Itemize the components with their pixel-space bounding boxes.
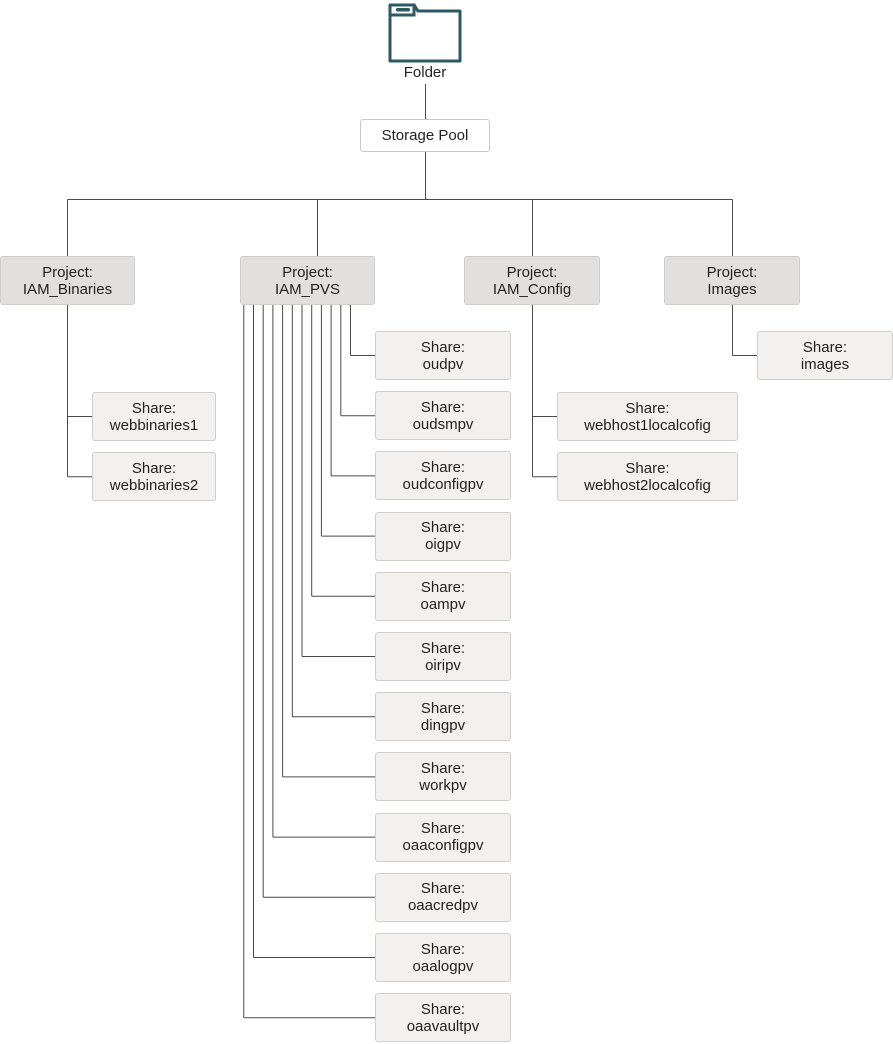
share-oaacredpv-line2: oaacredpv <box>407 897 479 915</box>
share-oudconfigpv-line2: oudconfigpv <box>402 475 484 493</box>
share-webbinaries2-line1: Share: <box>131 459 177 477</box>
share-webhost2localcofig-line1: Share: <box>625 459 670 477</box>
project-iam-config-line1: Project: <box>506 263 558 281</box>
share-oaaconfigpv-line2: oaaconfigpv <box>402 837 484 855</box>
share-oampv: Share:oampv <box>375 571 511 621</box>
share-webbinaries2: Share:webbinaries2 <box>92 452 216 502</box>
share-oudsmpv-line1: Share: <box>420 398 466 416</box>
share-webhost2localcofig-line2: webhost2localcofig <box>584 476 711 494</box>
share-oigpv-line2: oigpv <box>425 536 461 554</box>
share-oaalogpv-line2: oaalogpv <box>412 957 474 975</box>
share-oaacredpv-line1: Share: <box>420 880 466 898</box>
project-iam-pvs: Project:IAM_PVS <box>240 256 375 305</box>
share-images-line1: Share: <box>802 338 848 356</box>
share-workpv-line2: workpv <box>419 776 467 794</box>
folder-label: Folder <box>403 64 447 81</box>
share-webhost1localcofig-line1: Share: <box>625 399 670 417</box>
project-images-line2: Images <box>707 280 757 298</box>
project-iam-pvs-line1: Project: <box>282 263 333 281</box>
share-oudconfigpv-line1: Share: <box>420 458 466 476</box>
share-oudsmpv: Share:oudsmpv <box>375 391 511 441</box>
share-oaavaultpv-line2: oaavaultpv <box>406 1017 480 1035</box>
share-oudpv-line2: oudpv <box>422 355 464 373</box>
project-iam-binaries-line2: IAM_Binaries <box>22 280 113 298</box>
share-oiripv-line1: Share: <box>420 639 466 657</box>
share-oaavaultpv: Share:oaavaultpv <box>375 993 511 1043</box>
share-images-line2: images <box>800 355 850 373</box>
share-oudconfigpv: Share:oudconfigpv <box>375 451 511 501</box>
share-oudpv: Share:oudpv <box>375 331 511 380</box>
share-images: Share:images <box>757 331 893 380</box>
share-oigpv: Share:oigpv <box>375 511 511 561</box>
share-webbinaries1-line1: Share: <box>131 399 177 417</box>
share-webbinaries1-line2: webbinaries1 <box>109 416 199 434</box>
share-dingpv: Share:dingpv <box>375 692 511 742</box>
share-oaalogpv-line1: Share: <box>420 940 466 958</box>
project-iam-config: Project:IAM_Config <box>464 256 600 305</box>
share-oigpv-line1: Share: <box>420 519 466 537</box>
share-oiripv: Share:oiripv <box>375 632 511 681</box>
project-images: Project:Images <box>664 256 800 305</box>
share-oaaconfigpv: Share:oaaconfigpv <box>375 812 511 862</box>
share-oaavaultpv-line1: Share: <box>420 1000 466 1018</box>
project-images-line1: Project: <box>706 263 758 281</box>
share-oaalogpv: Share:oaalogpv <box>375 933 511 982</box>
storage-pool-label: Storage Pool <box>381 127 469 144</box>
project-iam-pvs-line2: IAM_PVS <box>274 280 341 298</box>
share-oampv-line1: Share: <box>420 579 466 597</box>
share-workpv: Share:workpv <box>375 752 511 802</box>
share-oudsmpv-line2: oudsmpv <box>412 415 474 433</box>
share-dingpv-line1: Share: <box>420 699 466 717</box>
share-oampv-line2: oampv <box>420 596 466 614</box>
share-webbinaries2-line2: webbinaries2 <box>109 476 199 494</box>
share-oiripv-line2: oiripv <box>425 656 461 674</box>
share-workpv-line1: Share: <box>420 759 466 777</box>
project-iam-config-line2: IAM_Config <box>492 280 572 298</box>
project-iam-binaries: Project:IAM_Binaries <box>0 256 135 305</box>
folder-icon <box>388 3 462 63</box>
share-dingpv-line2: dingpv <box>420 716 466 734</box>
share-oudpv-line1: Share: <box>420 338 466 356</box>
share-webhost2localcofig: Share:webhost2localcofig <box>557 452 738 502</box>
share-webhost1localcofig-line2: webhost1localcofig <box>584 416 711 434</box>
share-oaacredpv: Share:oaacredpv <box>375 872 511 922</box>
share-oaaconfigpv-line1: Share: <box>420 820 466 838</box>
share-webbinaries1: Share:webbinaries1 <box>92 392 216 441</box>
share-webhost1localcofig: Share:webhost1localcofig <box>557 392 738 441</box>
project-iam-binaries-line1: Project: <box>42 263 93 281</box>
storage-pool-node: Storage Pool <box>360 119 490 152</box>
